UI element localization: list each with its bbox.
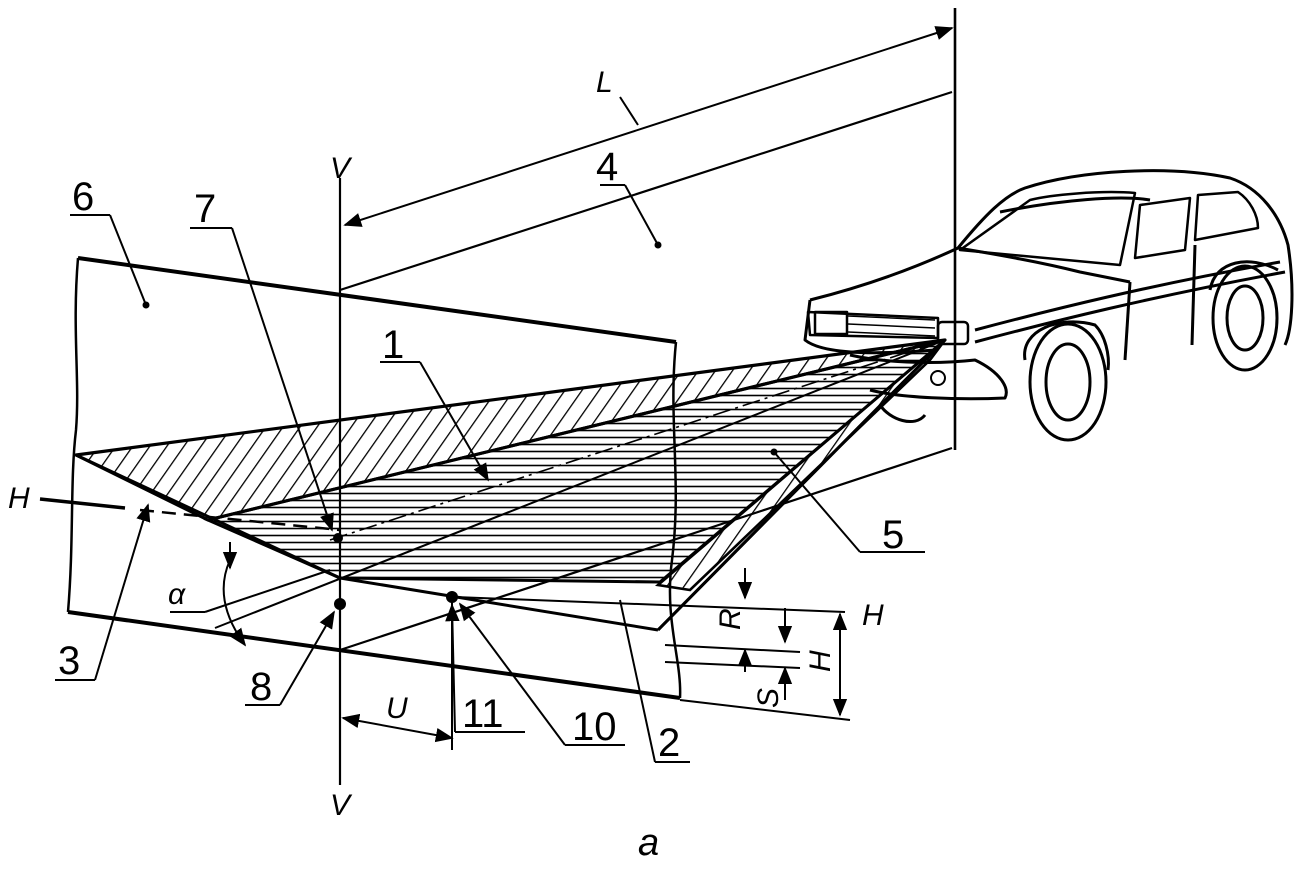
callout-11: 11	[462, 692, 504, 736]
label-L: L	[596, 66, 613, 99]
point-7	[333, 533, 343, 543]
h-line	[39, 497, 846, 613]
axis-labels: V V H H	[8, 152, 884, 822]
label-U: U	[386, 692, 408, 725]
label-alpha: α	[168, 578, 186, 611]
dimension-L	[343, 26, 954, 227]
callout-5: 5	[882, 513, 904, 557]
callout-10: 10	[572, 705, 617, 749]
dimension-RSH	[664, 568, 851, 721]
label-v-bottom: V	[330, 789, 353, 822]
callout-3: 3	[58, 639, 80, 683]
figure-caption: a	[638, 822, 659, 864]
label-R: R	[714, 608, 747, 630]
label-h-left: H	[8, 482, 30, 515]
point-10	[446, 591, 458, 603]
car-illustration	[803, 169, 1294, 442]
dimension-U	[341, 598, 454, 750]
label-h-right: H	[862, 599, 884, 632]
callout-8: 8	[250, 665, 272, 709]
leader-lines	[55, 184, 925, 763]
callout-4: 4	[596, 145, 618, 189]
label-S: S	[752, 688, 785, 708]
callout-6: 6	[72, 175, 94, 219]
label-v-top: V	[330, 152, 353, 185]
angle-alpha	[170, 542, 331, 647]
dimension-labels: L U H R S α	[168, 66, 837, 725]
callout-labels: 1 2 3 4 5 6 7 8 10 11	[58, 145, 904, 765]
point-8	[334, 598, 346, 610]
callout-7: 7	[194, 187, 216, 231]
callout-2: 2	[658, 721, 680, 765]
callout-1: 1	[382, 323, 404, 367]
label-H: H	[804, 650, 837, 672]
